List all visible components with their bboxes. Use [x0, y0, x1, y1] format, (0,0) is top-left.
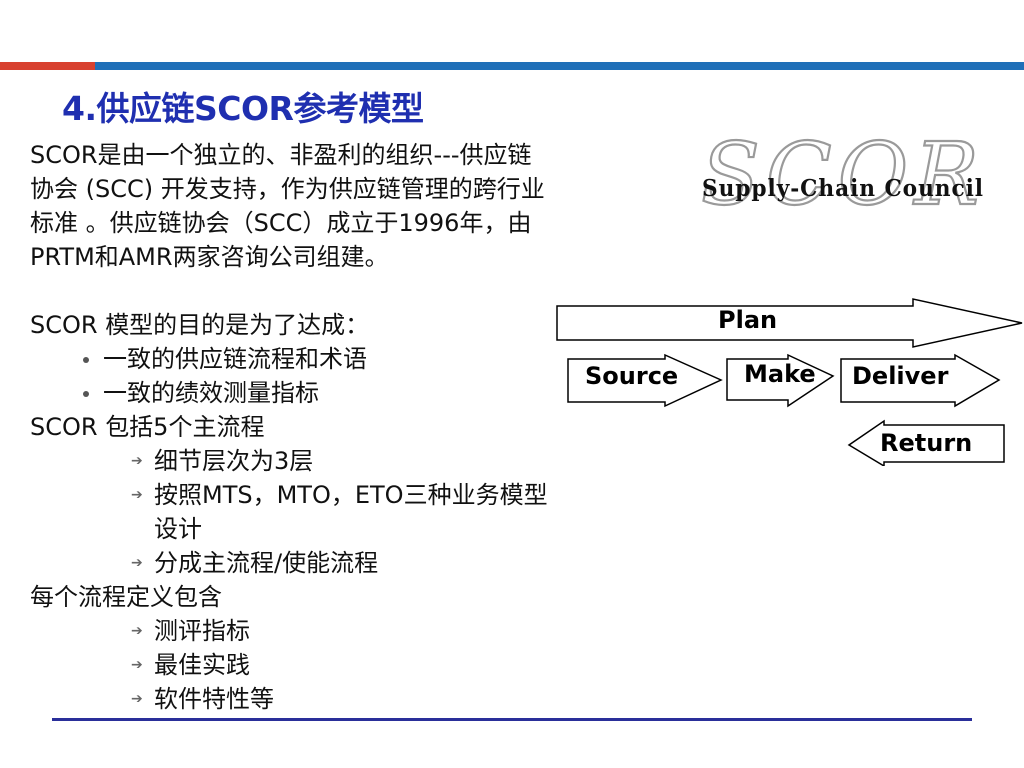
arrow-bullet-icon: ➔ — [131, 657, 143, 673]
arrow-bullet-icon: ➔ — [131, 555, 143, 571]
purpose-item: 一致的绩效测量指标 — [30, 376, 640, 410]
purpose-item: 一致的供应链流程和术语 — [30, 342, 640, 376]
purpose-item-text: 一致的绩效测量指标 — [103, 379, 319, 407]
header-bar-red — [0, 62, 95, 70]
return-arrow — [847, 419, 1005, 466]
arrow-bullet-icon: ➔ — [131, 623, 143, 639]
process-item: ➔ 细节层次为3层 — [30, 444, 640, 478]
return-label: Return — [880, 429, 973, 457]
make-label: Make — [744, 360, 816, 388]
slide-title: 4.供应链SCOR参考模型 — [62, 89, 424, 128]
deliver-arrow — [840, 353, 1001, 408]
process-item: ➔ 分成主流程/使能流程 — [30, 546, 640, 580]
process-heading: SCOR 包括5个主流程 — [30, 413, 265, 441]
logo-subtitle: Supply-Chain Council — [702, 175, 984, 202]
process-item-text: 按照MTS，MTO，ETO三种业务模型 — [154, 481, 548, 509]
header-bar — [0, 62, 1024, 70]
spacer — [30, 274, 640, 308]
scor-logo: SCOR Supply-Chain Council — [700, 132, 985, 222]
process-arrows — [556, 298, 1023, 466]
arrow-bullet-icon: ➔ — [131, 487, 143, 503]
make-arrow — [726, 353, 835, 408]
definition-item-text: 测评指标 — [154, 617, 250, 645]
definition-heading: 每个流程定义包含 — [30, 583, 222, 611]
source-arrow — [567, 353, 723, 408]
body-text: SCOR是由一个独立的、非盈利的组织---供应链 协会 (SCC) 开发支持，作… — [30, 138, 640, 716]
arrow-bullet-icon: ➔ — [131, 453, 143, 469]
definition-item: ➔ 软件特性等 — [30, 682, 640, 716]
arrow-bullet-icon: ➔ — [131, 691, 143, 707]
intro-line: 标准 。供应链协会（SCC）成立于1996年，由 — [30, 209, 532, 237]
process-item-text-continued: 设计 — [154, 515, 202, 543]
source-label: Source — [585, 362, 679, 390]
process-item: ➔ 按照MTS，MTO，ETO三种业务模型 设计 — [30, 478, 640, 546]
process-item-text: 分成主流程/使能流程 — [154, 549, 379, 577]
definition-item-text: 最佳实践 — [154, 651, 250, 679]
process-item-text: 细节层次为3层 — [154, 447, 314, 475]
logo-big-text: SCOR — [701, 132, 985, 222]
bullet-dot-icon — [83, 391, 89, 397]
plan-arrow — [556, 298, 1023, 348]
definition-item-text: 软件特性等 — [154, 685, 274, 713]
intro-line: SCOR是由一个独立的、非盈利的组织---供应链 — [30, 141, 532, 169]
header-bar-blue — [95, 62, 1024, 70]
definition-item: ➔ 最佳实践 — [30, 648, 640, 682]
intro-line: 协会 (SCC) 开发支持，作为供应链管理的跨行业 — [30, 175, 545, 203]
footer-line — [52, 718, 972, 721]
plan-label: Plan — [718, 306, 778, 334]
purpose-heading: SCOR 模型的目的是为了达成： — [30, 311, 370, 339]
scor-process-diagram: Plan Source Make Deliver Return — [555, 296, 1024, 466]
purpose-item-text: 一致的供应链流程和术语 — [103, 345, 367, 373]
bullet-dot-icon — [83, 357, 89, 363]
intro-line: PRTM和AMR两家咨询公司组建。 — [30, 243, 389, 271]
definition-item: ➔ 测评指标 — [30, 614, 640, 648]
deliver-label: Deliver — [852, 362, 949, 390]
